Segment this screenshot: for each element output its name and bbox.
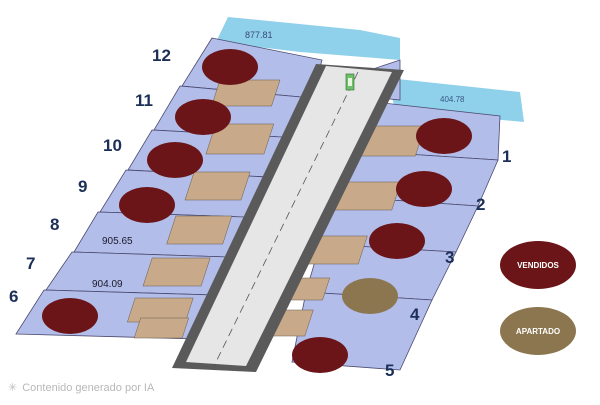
status-marker-lot-2 [396, 171, 452, 207]
water-label: 404.78 [440, 95, 465, 104]
lot-number-10: 10 [103, 136, 122, 155]
lot-number-8: 8 [50, 215, 60, 234]
status-marker-lot-4 [342, 278, 398, 314]
elevation-label: 904.09 [92, 279, 123, 290]
elevation-label: 905.65 [102, 236, 133, 247]
road-centerline [213, 71, 359, 367]
lot-number-1: 1 [502, 147, 512, 166]
status-marker-lot-11 [175, 99, 231, 135]
building [211, 79, 281, 107]
status-markers [42, 49, 472, 373]
lot-number-12: 12 [152, 46, 171, 65]
building [166, 215, 233, 245]
building [184, 171, 251, 201]
status-marker-lot-9 [119, 187, 175, 223]
legend-reserved-label: APARTADO [515, 326, 561, 336]
lot-number-7: 7 [26, 254, 36, 273]
status-marker-lot-6 [42, 298, 98, 334]
status-marker-lot-12 [202, 49, 258, 85]
road [186, 66, 392, 366]
status-marker-lot-1 [416, 118, 472, 154]
ai-footer: ✳ Contenido generado por IA [8, 381, 155, 395]
building [133, 317, 190, 339]
status-marker-lot-10 [147, 142, 203, 178]
lot-number-2: 2 [476, 195, 486, 214]
title-value: 877.81 [245, 30, 273, 40]
lot-number-6: 6 [9, 287, 19, 306]
legend-sold: VENDIDOS [500, 241, 576, 289]
lot-number-3: 3 [445, 248, 455, 267]
water-strip [216, 17, 400, 60]
legend-reserved: APARTADO [500, 307, 576, 355]
lot-number-9: 9 [78, 177, 88, 196]
lot-number-5: 5 [385, 361, 395, 380]
legend-sold-label: VENDIDOS [517, 260, 559, 270]
lot-number-4: 4 [410, 305, 420, 324]
status-marker-lot-5 [292, 337, 348, 373]
status-marker-lot-3 [369, 223, 425, 259]
buildings-left [127, 79, 281, 339]
building [205, 123, 275, 155]
gate-icon [345, 73, 355, 91]
lot-number-11: 11 [135, 91, 153, 110]
building [142, 257, 211, 287]
sparkle-icon: ✳ [8, 382, 18, 394]
ai-footer-text: Contenido generado por IA [22, 381, 155, 394]
